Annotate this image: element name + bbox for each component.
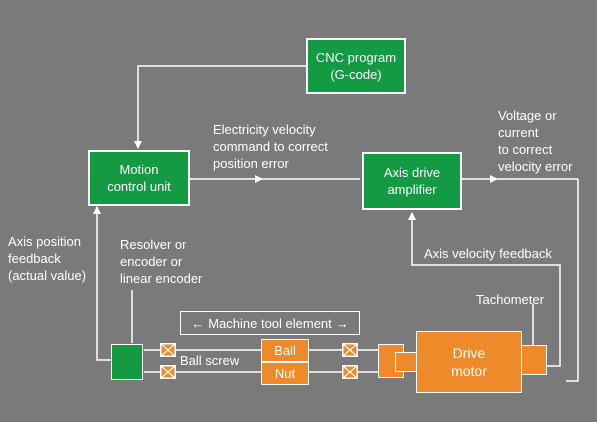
cnc-program-line2: (G-code)	[330, 67, 382, 82]
tachometer-label: Tachometer	[476, 292, 544, 307]
ball-label: Ball	[274, 343, 296, 358]
motion-control-unit-box: Motion control unit	[88, 150, 190, 206]
ball-screw-label: Ball screw	[180, 353, 240, 368]
tachometer-block	[521, 345, 547, 375]
nut-block: Nut	[261, 362, 309, 385]
axis-drive-line1: Axis drive	[383, 165, 441, 180]
position-feedback-line	[93, 206, 112, 361]
motion-control-line2: control unit	[107, 179, 171, 194]
velocity-command-label: Electricity velocity command to correct …	[213, 122, 328, 171]
axis-velocity-feedback-label: Axis velocity feedback	[424, 246, 552, 261]
machine-tool-element-label: Machine tool element	[208, 315, 332, 331]
nut-label: Nut	[274, 366, 296, 381]
ball-block: Ball	[261, 339, 309, 362]
bearing-icon	[160, 343, 176, 357]
program-to-mcu-line	[134, 65, 306, 149]
bearing-icon	[342, 365, 358, 379]
resolver-label: Resolver or encoder or linear encoder	[120, 237, 203, 286]
encoder-block	[111, 344, 143, 380]
voltage-current-label: Voltage or current to correct velocity e…	[498, 108, 573, 174]
double-arrow-icon: →	[335, 315, 349, 331]
drive-motor-line2: motor	[451, 363, 487, 379]
velocity-feedback-line	[408, 212, 561, 367]
cnc-program-box: CNC program (G-code)	[306, 38, 406, 94]
voltage-to-motor-line	[566, 179, 579, 382]
double-arrow-icon: ←	[191, 315, 205, 331]
axis-position-feedback-label: Axis position feedback (actual value)	[8, 234, 87, 283]
cnc-program-line1: CNC program	[315, 50, 397, 65]
motion-control-line1: Motion	[119, 162, 159, 177]
bearing-icon	[342, 343, 358, 357]
drive-motor: Drive motor	[416, 331, 522, 393]
drive-motor-line1: Drive	[452, 345, 486, 361]
axis-drive-line2: amplifier	[387, 182, 437, 197]
bearing-icon	[160, 365, 176, 379]
axis-drive-amplifier-box: Axis drive amplifier	[362, 152, 462, 210]
machine-tool-element-bracket: ← Machine tool element →	[180, 311, 360, 335]
